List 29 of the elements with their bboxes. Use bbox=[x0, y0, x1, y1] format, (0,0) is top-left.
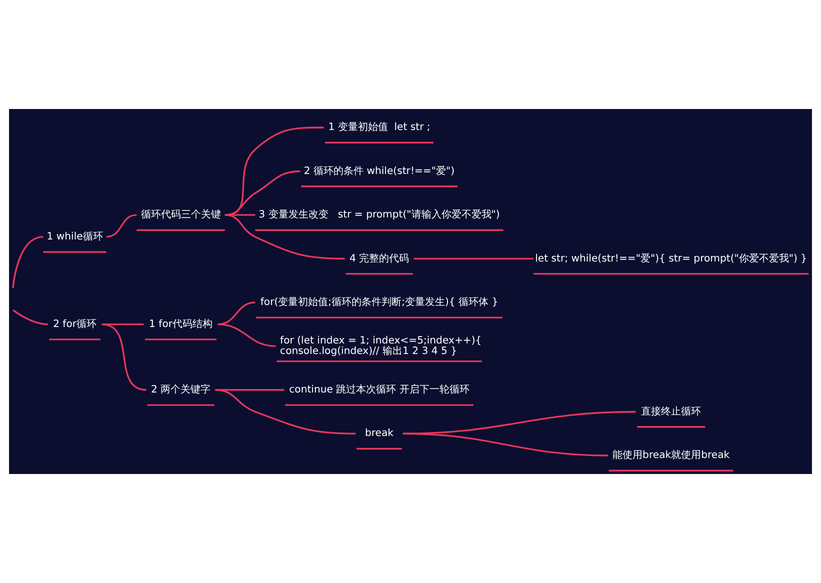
node-text: 直接终止循环 bbox=[641, 406, 702, 418]
connector bbox=[224, 170, 300, 216]
node-text: 循环代码三个关键 bbox=[140, 210, 221, 221]
connector bbox=[224, 214, 345, 260]
node-text: let str; while(str!=="爱"){ str= prompt("你爱不爱我") } bbox=[535, 253, 808, 264]
connector bbox=[106, 214, 137, 238]
connector bbox=[218, 302, 256, 326]
node-text: 1 变量初始值 let str ; bbox=[328, 122, 430, 134]
node-text: 4 完整的代码 bbox=[349, 253, 410, 264]
connector bbox=[224, 214, 256, 216]
connector bbox=[215, 389, 356, 434]
connector bbox=[224, 126, 324, 216]
node-text: for (let index = 1; index<=5;index++){ console.log(index)// 输出1 2 3 4 5 } bbox=[280, 335, 482, 358]
node-text: 2 循环的条件 while(str!=="爱") bbox=[304, 166, 455, 177]
node-text: 2 for循环 bbox=[53, 318, 97, 330]
node-text: 1 while循环 bbox=[46, 231, 103, 242]
connector bbox=[12, 236, 44, 288]
node-text: for(变量初始值;循环的条件判断;变量发生){ 循环体 } bbox=[260, 297, 498, 308]
connector bbox=[102, 323, 146, 391]
node-text: 3 变量发生改变 str = prompt("请输入你爱不爱我") bbox=[258, 210, 500, 221]
node-text: continue 跳过本次循环 开启下一轮循环 bbox=[289, 384, 470, 396]
connector bbox=[402, 432, 608, 456]
connector bbox=[218, 323, 276, 347]
node-text: 1 for代码结构 bbox=[149, 318, 213, 330]
node-text: break bbox=[364, 428, 394, 440]
node-text: 能使用break就使用break bbox=[612, 450, 730, 462]
connector bbox=[12, 309, 48, 326]
node-text: 2 两个关键字 bbox=[150, 384, 211, 396]
connector bbox=[414, 258, 534, 260]
